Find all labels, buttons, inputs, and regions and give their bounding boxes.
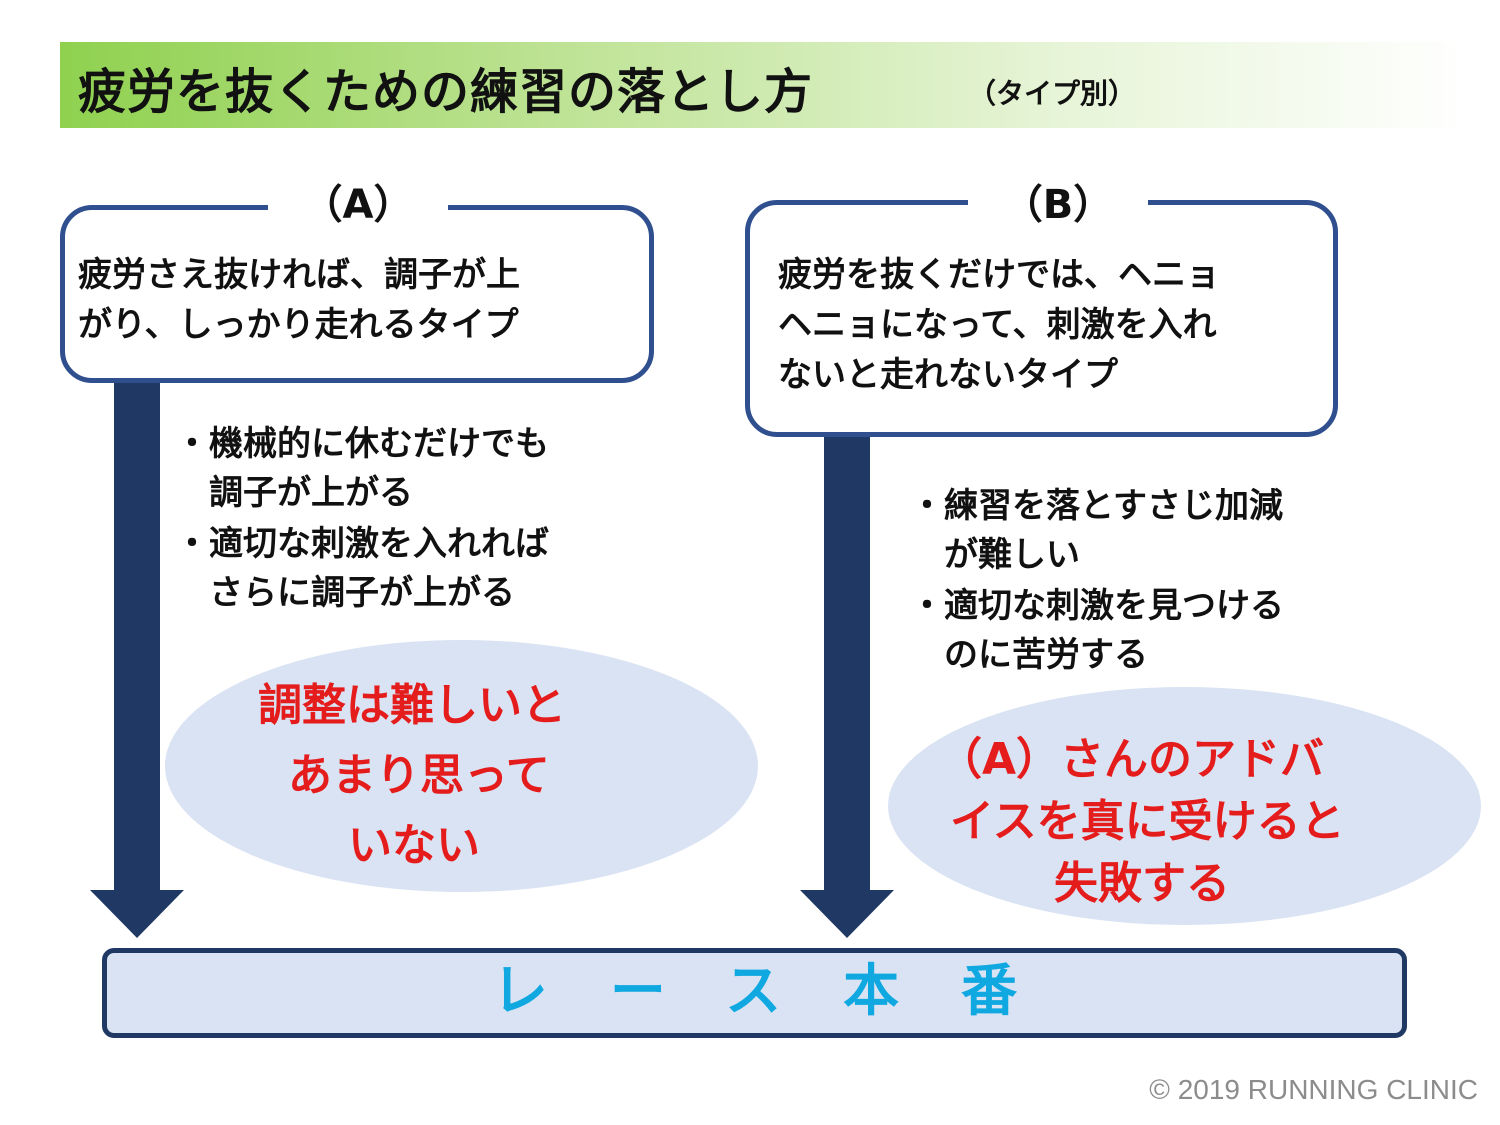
race-day-label: レース本番: [491, 959, 1080, 1024]
type-b-highlight-line-1: （A）さんのアドバ: [938, 734, 1325, 785]
type-a-highlight-line-2: あまり思って: [288, 750, 550, 801]
type-a-bullet-1-cont: 調子が上がる: [175, 473, 413, 513]
arrow-a-shaft: [114, 378, 160, 893]
type-a-bullet-1: ・機械的に休むだけでも: [175, 424, 549, 464]
copyright-notice: © 2019 RUNNING CLINIC: [1149, 1074, 1478, 1105]
type-a-highlight-ellipse: [165, 640, 758, 892]
page-subtitle: （タイプ別）: [968, 77, 1137, 110]
type-a-label: （A）: [268, 180, 448, 230]
arrow-a-head: [90, 890, 184, 938]
type-a-line-1: 疲労さえ抜ければ、調子が上: [78, 255, 520, 295]
type-a-highlight-line-3: いない: [348, 820, 480, 871]
type-b-bullet-1-cont: が難しい: [910, 535, 1080, 575]
type-b-line-2: ヘニョになって、刺激を入れ: [778, 305, 1217, 345]
type-b-bullet-1: ・練習を落とすさじ加減: [910, 486, 1283, 526]
type-b-line-1: 疲労を抜くだけでは、ヘニョ: [778, 255, 1220, 295]
page-title: 疲労を抜くための練習の落とし方: [78, 64, 814, 120]
type-b-highlight-line-2: イスを真に受けると: [950, 796, 1345, 847]
type-a-highlight-line-1: 調整は難しいと: [258, 680, 566, 731]
type-b-bullet-2-cont: のに苦労する: [910, 635, 1148, 675]
arrow-b-shaft: [824, 432, 870, 893]
type-a-bullet-2-cont: さらに調子が上がる: [175, 573, 515, 613]
type-b-line-3: ないと走れないタイプ: [778, 355, 1118, 395]
type-a-bullet-2: ・適切な刺激を入れれば: [175, 524, 549, 564]
type-b-box: [745, 200, 1338, 437]
type-a-box: [60, 205, 654, 383]
arrow-b-head: [800, 890, 894, 938]
type-b-highlight-line-3: 失敗する: [1054, 858, 1230, 909]
type-a-line-2: がり、しっかり走れるタイプ: [78, 305, 519, 345]
type-b-label: （B）: [968, 180, 1148, 230]
type-b-highlight-ellipse: [888, 687, 1481, 925]
title-bar: [60, 42, 1470, 128]
type-b-bullet-2: ・適切な刺激を見つける: [910, 586, 1284, 626]
race-day-box: [102, 948, 1407, 1038]
